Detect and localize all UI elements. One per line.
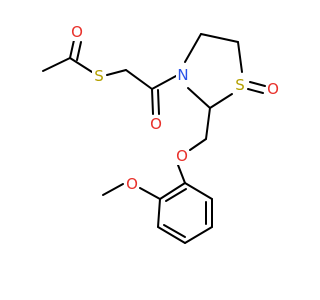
nitrogen-atom: N	[176, 66, 190, 84]
bond	[249, 81, 266, 87]
bond	[184, 182, 213, 200]
bond	[102, 183, 124, 196]
bond	[247, 88, 264, 94]
atom-label: O	[176, 147, 188, 165]
bond	[184, 226, 213, 244]
bond	[69, 57, 93, 73]
bond	[76, 41, 82, 61]
bond	[184, 33, 202, 63]
oxygen-atom: O	[125, 175, 139, 193]
bond	[177, 164, 186, 184]
bond	[106, 69, 127, 76]
atom-label: O	[267, 80, 279, 98]
oxygen-atom: O	[175, 147, 189, 165]
atom-label: N	[177, 66, 188, 84]
bond	[187, 87, 211, 109]
bond	[42, 57, 71, 72]
bond	[205, 107, 211, 140]
atom-labels: O S N O S O O O	[70, 23, 280, 193]
sulfur-atom: S	[233, 76, 247, 94]
bond	[157, 226, 186, 244]
sulfur-atom: S	[92, 67, 106, 85]
chemical-structure: O S N O S O O O	[42, 23, 280, 244]
atom-label: O	[71, 23, 83, 41]
bonds	[42, 33, 266, 244]
bond	[163, 224, 186, 238]
bond	[69, 39, 75, 59]
bond	[189, 138, 207, 151]
atom-label: O	[126, 175, 138, 193]
bond	[200, 33, 239, 43]
atom-label: S	[94, 67, 104, 85]
oxygen-atom: O	[149, 115, 163, 133]
bond	[151, 75, 177, 90]
atom-label: O	[150, 115, 162, 133]
atom-label: S	[235, 76, 245, 94]
bond	[157, 89, 160, 115]
bond	[165, 188, 187, 202]
bond	[237, 41, 243, 73]
bond	[157, 198, 161, 228]
oxygen-atom: O	[266, 80, 280, 98]
bond	[159, 182, 186, 200]
bond	[209, 93, 233, 109]
oxygen-atom: O	[70, 23, 84, 41]
bond	[151, 88, 154, 115]
bond	[139, 187, 161, 200]
bond	[125, 69, 153, 90]
